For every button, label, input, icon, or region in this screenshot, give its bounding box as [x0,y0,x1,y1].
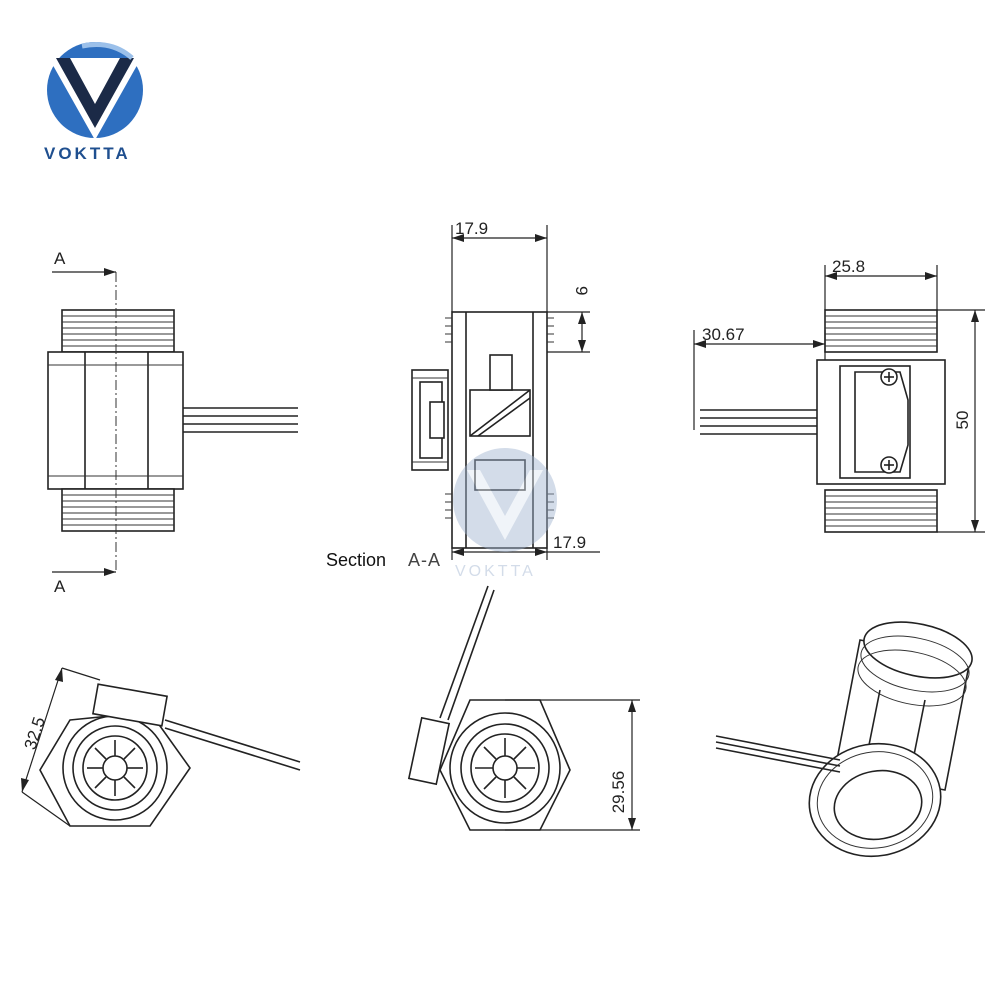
section-marker-top: A [54,249,66,268]
section-name: A-A [408,550,441,570]
rotor-hub [102,755,128,781]
section-view: 17.9 9 17.9 Section A-A VOKTTA [326,219,600,580]
watermark-logo: VOKTTA [453,448,557,580]
watermark-text: VOKTTA [455,563,536,580]
right-elevation-view: 25.8 30.67 50 [693,257,985,533]
rotor-hub [492,755,518,781]
dim-front-thread-depth: 9 [572,286,591,295]
sensor-wires [715,735,841,773]
section-marker-bottom: A [54,577,66,596]
bottom-thread [61,488,175,532]
sensor-cover [839,365,911,479]
brand-logo: VOKTTA [44,42,143,163]
logo-v-icon [56,58,134,128]
rotor-blades [475,738,535,798]
iso-right-view [715,621,973,858]
iso-middle-view: 29.56 [407,585,640,831]
sensor-wires [700,409,817,435]
brand-name: VOKTTA [44,144,131,163]
iso-left-view: 32.5 [21,667,301,827]
dim-side-height: 50 [953,411,972,430]
rotor-blades [87,740,143,796]
top-thread [61,309,175,353]
sensor-wires [439,585,495,721]
dim-front-bottom-width: 17.9 [553,533,586,552]
sensor-housing [407,716,451,786]
bottom-thread [824,489,938,533]
top-thread [824,309,938,353]
dim-front-top-width: 17.9 [455,219,488,238]
sensor-wires [183,407,298,433]
left-elevation-view: A A [47,249,298,596]
dim-iso-middle-height: 29.56 [609,771,628,814]
sensor-housing [92,683,168,727]
dim-side-top-width: 25.8 [832,257,865,276]
dim-iso-left-hex: 32.5 [21,715,49,752]
sensor-wires [164,719,301,771]
bottom-port-inner [833,769,923,841]
section-title: Section [326,550,386,570]
dim-side-wire-offset: 30.67 [702,325,745,344]
